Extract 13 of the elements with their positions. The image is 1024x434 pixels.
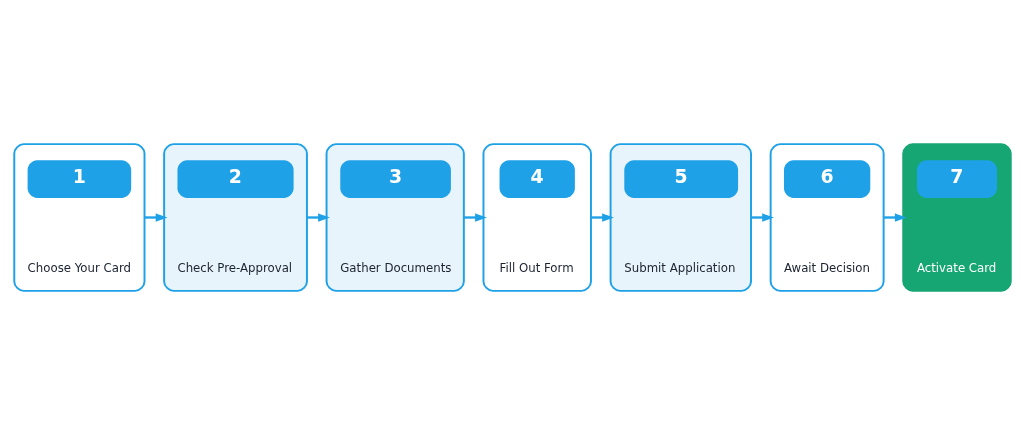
node-box: 7 Activate Card: [901, 142, 1012, 292]
node-box: 5 Submit Application: [609, 142, 752, 292]
arrow: [463, 212, 487, 222]
arrow: [306, 212, 330, 222]
node-box: 1 Choose Your Card: [12, 142, 145, 292]
arrow: [144, 212, 167, 222]
arrow: [590, 212, 614, 222]
node-box: 4 Fill Out Form: [482, 142, 592, 292]
arrow: [883, 212, 907, 222]
node-box: 3 Gather Documents: [325, 142, 465, 292]
arrow: [750, 212, 774, 222]
node-box: 2 Check Pre-Approval: [162, 142, 308, 292]
node-box: 6 Await Decision: [769, 142, 885, 292]
